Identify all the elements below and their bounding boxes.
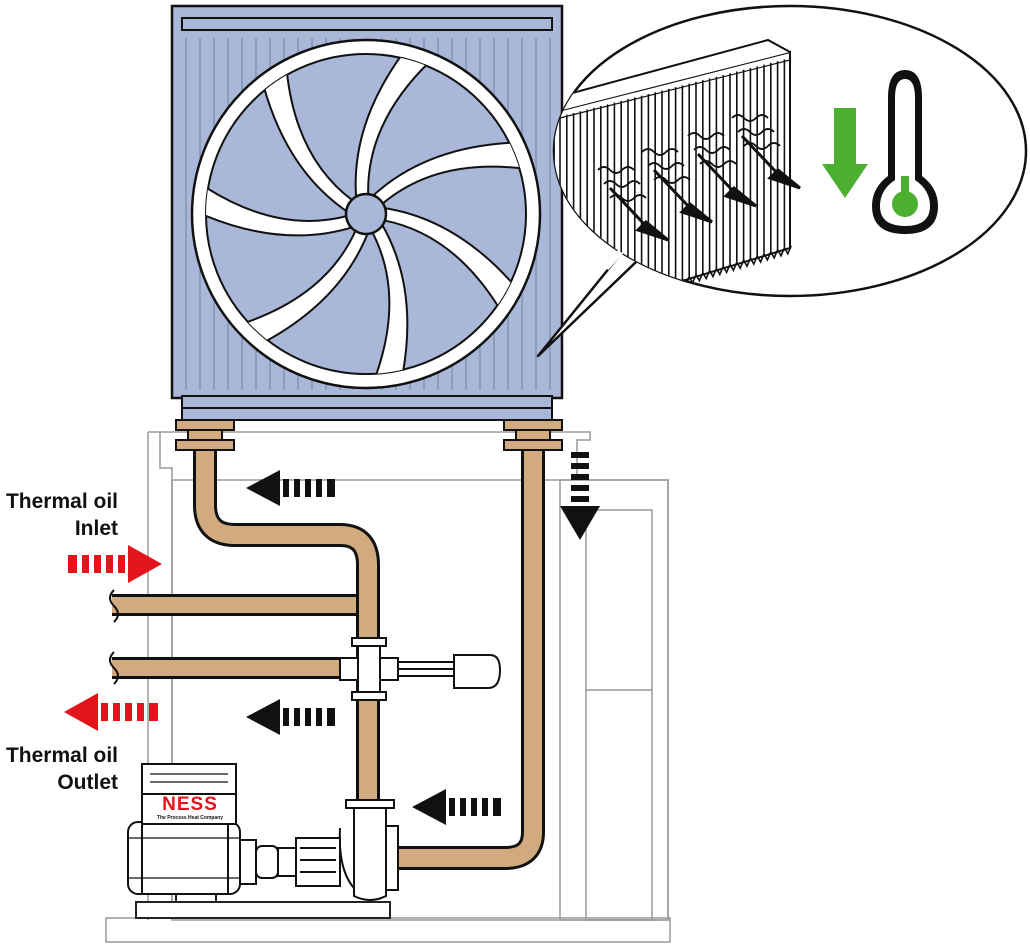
air-flow-arrows — [608, 134, 801, 242]
heat-wave — [693, 146, 731, 154]
thermal-oil-inlet-label: Thermal oil Inlet — [0, 488, 118, 542]
heat-wave — [597, 166, 635, 174]
air-flow-arrow — [652, 168, 713, 224]
fan-icon — [190, 38, 542, 390]
heat-wave — [603, 180, 641, 188]
flow-arrow-middle — [246, 699, 335, 735]
pipe-flanges — [175, 419, 563, 451]
outlet-label-line1: Thermal oil — [5, 744, 118, 767]
inlet-label-line1: Thermal oil — [5, 490, 118, 513]
down-arrow-icon — [822, 108, 868, 198]
flow-arrow-pump — [412, 789, 501, 825]
brand-tagline: The Process Heat Company — [156, 815, 224, 821]
heat-wave — [737, 128, 775, 136]
magnifier-callout — [536, 4, 1028, 358]
air-flow-arrow — [696, 152, 757, 208]
pump — [255, 799, 399, 901]
heat-wave — [687, 132, 725, 140]
electric-motor — [127, 763, 257, 895]
flow-arrow-top — [246, 470, 335, 506]
fan-blade — [206, 184, 355, 237]
thermal-oil-outlet-label: Thermal oil Outlet — [0, 742, 118, 796]
air-flow-arrow — [608, 186, 669, 242]
flow-arrow-down — [560, 452, 600, 540]
brand-logo: NESS The Process Heat Company — [145, 795, 235, 822]
inlet-arrow — [68, 545, 162, 583]
thermometer-icon — [872, 70, 938, 234]
inlet-label-line2: Inlet — [74, 517, 118, 540]
air-flow-arrow — [740, 134, 801, 190]
heat-wave — [647, 162, 685, 170]
fan-blade — [370, 221, 409, 374]
heat-wave — [641, 148, 679, 156]
outlet-label-line2: Outlet — [57, 771, 118, 794]
pipe-cut-ends — [109, 589, 119, 685]
piping — [112, 440, 545, 870]
skid-frame — [105, 431, 671, 943]
brand-name: NESS — [162, 794, 218, 815]
outlet-arrow — [64, 693, 158, 731]
three-way-valve — [339, 637, 502, 701]
heat-wave — [731, 114, 769, 122]
